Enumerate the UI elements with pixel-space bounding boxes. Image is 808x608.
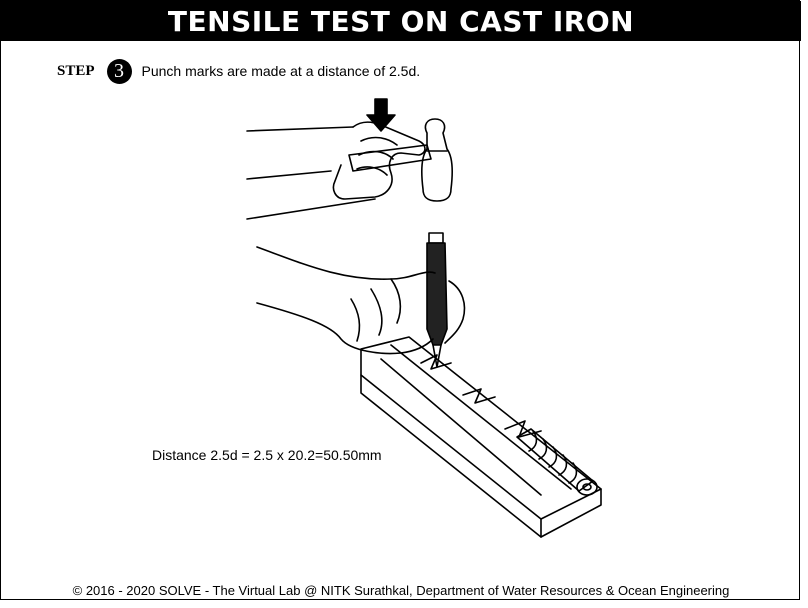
step-label: STEP (57, 62, 95, 79)
step-number-badge: 3 (106, 58, 132, 84)
specimen-holder-icon (360, 336, 602, 538)
hand-icon (256, 246, 466, 355)
lab-frame: TENSILE TEST ON CAST IRON STEP 3 Punch m… (0, 0, 801, 600)
distance-annotation: Distance 2.5d = 2.5 x 20.2=50.50mm (152, 447, 382, 463)
punch-marking-illustration (246, 98, 602, 538)
hammer-icon (348, 118, 453, 202)
down-arrow-icon (366, 98, 396, 132)
hand-icon (246, 121, 426, 220)
footer-copyright: © 2016 - 2020 SOLVE - The Virtual Lab @ … (72, 583, 730, 598)
step-header: STEP 3 Punch marks are made at a distanc… (57, 57, 420, 85)
step-instruction: Punch marks are made at a distance of 2.… (141, 63, 421, 79)
page-title: TENSILE TEST ON CAST IRON (167, 4, 635, 38)
punch-icon (426, 232, 448, 368)
page-title-bar: TENSILE TEST ON CAST IRON (1, 1, 801, 41)
